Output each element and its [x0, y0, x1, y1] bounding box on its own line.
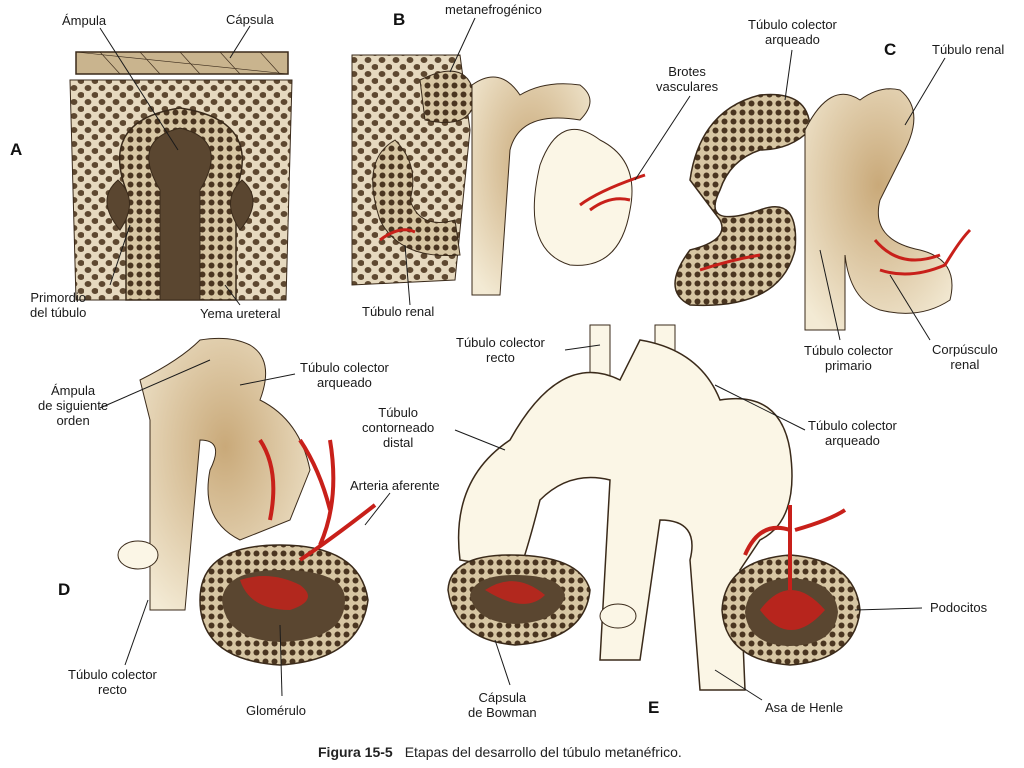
panel-label-a: A	[10, 140, 23, 159]
label-ampula-siguiente: Ámpula de siguiente orden	[38, 383, 109, 428]
label-henle: Asa de Henle	[765, 700, 844, 715]
panel-label-d: D	[58, 580, 71, 599]
label-podocitos: Podocitos	[930, 600, 988, 615]
panel-c-art	[674, 88, 972, 331]
label-colector-recto-d: Túbulo colector recto	[68, 667, 157, 697]
label-yema: Yema ureteral	[200, 306, 281, 321]
label-tubulo-renal-c: Túbulo renal	[932, 42, 1005, 57]
label-bowman: Cápsula de Bowman	[468, 690, 537, 720]
caption-text: Etapas del desarrollo del túbulo metanéf…	[404, 744, 682, 760]
panel-label-b: B	[393, 10, 406, 29]
label-colector-arq-e: Túbulo colector arqueado	[808, 418, 897, 448]
figure-caption: Figura 15-5 Etapas del desarrollo del túb…	[318, 744, 682, 760]
panel-label-e: E	[648, 698, 660, 717]
label-primordio: Primordio del túbulo	[30, 290, 87, 320]
label-colector-arq-d: Túbulo colector arqueado	[300, 360, 389, 390]
label-tubulo-renal-b: Túbulo renal	[362, 304, 435, 319]
label-ampula: Ámpula	[62, 13, 107, 28]
label-colector-arq-c: Túbulo colector arqueado	[748, 17, 837, 47]
label-glomerulo: Glomérulo	[246, 703, 306, 718]
label-metanefrogenico: metanefrogénico	[445, 2, 542, 17]
label-capsula: Cápsula	[226, 12, 274, 27]
label-contorneado: Túbulo contorneado distal	[362, 405, 435, 450]
label-colector-recto-e: Túbulo colector recto	[456, 335, 545, 365]
panel-a-art	[69, 51, 293, 301]
label-brotes: Brotes vasculares	[656, 64, 719, 94]
panel-e-art	[447, 324, 861, 691]
panel-d-art	[117, 337, 377, 666]
leader-lines	[99, 17, 946, 701]
label-colector-primario: Túbulo colector primario	[804, 343, 893, 373]
label-corpusculo: Corpúsculo renal	[932, 342, 998, 372]
caption-number: Figura 15-5	[318, 744, 393, 760]
panel-label-c: C	[884, 40, 897, 59]
panel-b-art	[351, 54, 646, 296]
label-arteria: Arteria aferente	[350, 478, 440, 493]
